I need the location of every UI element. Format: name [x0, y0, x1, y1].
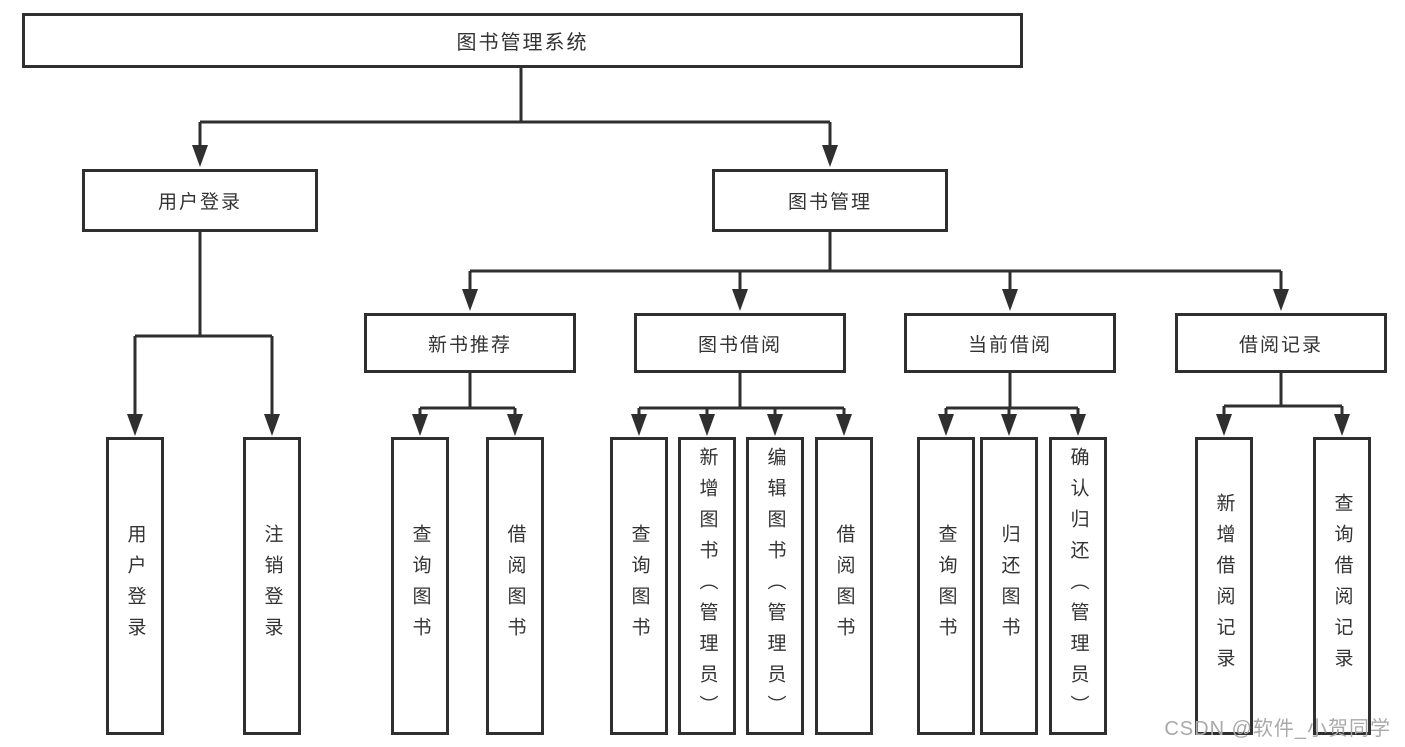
leaf-query-books-borrowing: 查询图书 [610, 437, 668, 735]
connector-book-borrow-branch [637, 373, 846, 420]
leaf-confirm-return-admin: 确认归还（管理员） [1049, 437, 1107, 735]
leaf-logout: 注销登录 [243, 437, 301, 735]
arrow-down-icon [1334, 414, 1350, 436]
node-book-borrowing: 图书借阅 [634, 313, 846, 373]
arrow-down-icon [699, 414, 715, 436]
arrow-down-icon [938, 414, 954, 436]
arrow-down-icon [264, 414, 280, 436]
leaf-query-borrow-record: 查询借阅记录 [1313, 437, 1371, 735]
arrow-down-icon [1001, 414, 1017, 436]
arrow-down-icon [192, 145, 208, 167]
connector-new-book-branch [418, 373, 517, 420]
arrow-down-icon [1216, 414, 1232, 436]
leaf-borrow-books-recommend: 借阅图书 [486, 437, 544, 735]
connector-borrow-record-branch [1222, 373, 1344, 420]
arrowheads [127, 145, 1350, 436]
leaf-add-borrow-record: 新增借阅记录 [1195, 437, 1253, 735]
arrow-down-icon [412, 414, 428, 436]
arrow-down-icon [462, 289, 478, 311]
node-user-login: 用户登录 [82, 169, 318, 232]
leaf-query-books-recommend: 查询图书 [391, 437, 449, 735]
leaf-query-books-current: 查询图书 [917, 437, 975, 735]
arrow-down-icon [631, 414, 647, 436]
arrow-down-icon [127, 414, 143, 436]
node-book-management: 图书管理 [712, 169, 948, 232]
leaf-edit-books-admin: 编辑图书（管理员） [746, 437, 804, 735]
arrow-down-icon [732, 289, 748, 311]
node-new-book-recommendation: 新书推荐 [364, 313, 576, 373]
leaf-return-books: 归还图书 [980, 437, 1038, 735]
connector-user-login-branch [133, 232, 274, 418]
node-borrowing-records: 借阅记录 [1175, 313, 1387, 373]
arrow-down-icon [1273, 289, 1289, 311]
arrow-down-icon [767, 414, 783, 436]
connector-current-borrow-branch [944, 373, 1080, 420]
connector-root-branch [198, 68, 832, 150]
arrow-down-icon [1002, 289, 1018, 311]
arrow-down-icon [836, 414, 852, 436]
node-current-borrowing: 当前借阅 [904, 313, 1116, 373]
arrow-down-icon [822, 145, 838, 167]
node-root-system: 图书管理系统 [22, 13, 1023, 68]
leaf-add-books-admin: 新增图书（管理员） [678, 437, 736, 735]
arrow-down-icon [507, 414, 523, 436]
leaf-user-login: 用户登录 [106, 437, 164, 735]
leaf-borrow-books-borrowing: 借阅图书 [815, 437, 873, 735]
arrow-down-icon [1070, 414, 1086, 436]
connector-book-management-branch [468, 232, 1283, 294]
csdn-watermark: CSDN @软件_小贺同学 [1164, 718, 1391, 740]
